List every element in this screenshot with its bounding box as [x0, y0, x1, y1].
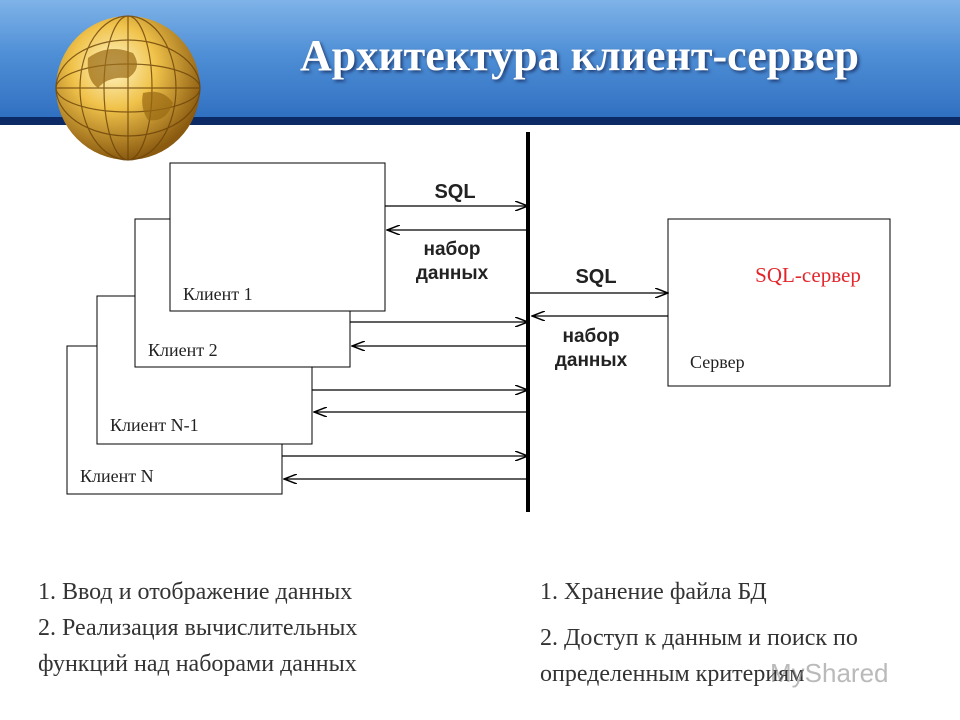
- client-n-label: Клиент N: [80, 466, 154, 486]
- client-functions-list: 1. Ввод и отображение данных 2. Реализац…: [38, 574, 468, 682]
- client-n-1-label: Клиент N-1: [110, 415, 199, 435]
- client-dataset-label-line2: данных: [416, 263, 489, 284]
- server-function-item: 1. Хранение файла БД: [540, 579, 767, 605]
- header-divider: [0, 117, 960, 125]
- server-function-item: определенным критериям: [540, 661, 805, 687]
- client-server-diagram: Клиент 1 Клиент 2 Клиент N-1 Клиент N SQ…: [66, 132, 891, 512]
- client-function-item: 2. Реализация вычислительных: [38, 615, 358, 641]
- server-sql-label: SQL: [575, 266, 616, 288]
- server-dataset-label-line1: набор: [563, 326, 620, 347]
- watermark-logo: MyShared: [770, 658, 889, 688]
- client-sql-label: SQL: [434, 181, 475, 203]
- client-function-item: 1. Ввод и отображение данных: [38, 579, 353, 605]
- server-dataset-label-line2: данных: [555, 350, 628, 371]
- server-functions-list: 1. Хранение файла БД 2. Доступ к данным …: [540, 574, 960, 692]
- client-box-1: [169, 162, 386, 312]
- client-function-item: функций над наборами данных: [38, 651, 357, 677]
- server-box: [667, 218, 891, 387]
- client-dataset-label-line1: набор: [424, 239, 481, 260]
- server-function-item: 2. Доступ к данным и поиск по: [540, 625, 858, 651]
- sql-server-title: SQL-сервер: [755, 263, 861, 287]
- server-caption: Сервер: [690, 352, 745, 372]
- globe-icon: [55, 15, 201, 161]
- client-2-label: Клиент 2: [148, 340, 218, 360]
- slide-title: Архитектура клиент-сервер: [300, 31, 859, 80]
- client-1-label: Клиент 1: [183, 284, 253, 304]
